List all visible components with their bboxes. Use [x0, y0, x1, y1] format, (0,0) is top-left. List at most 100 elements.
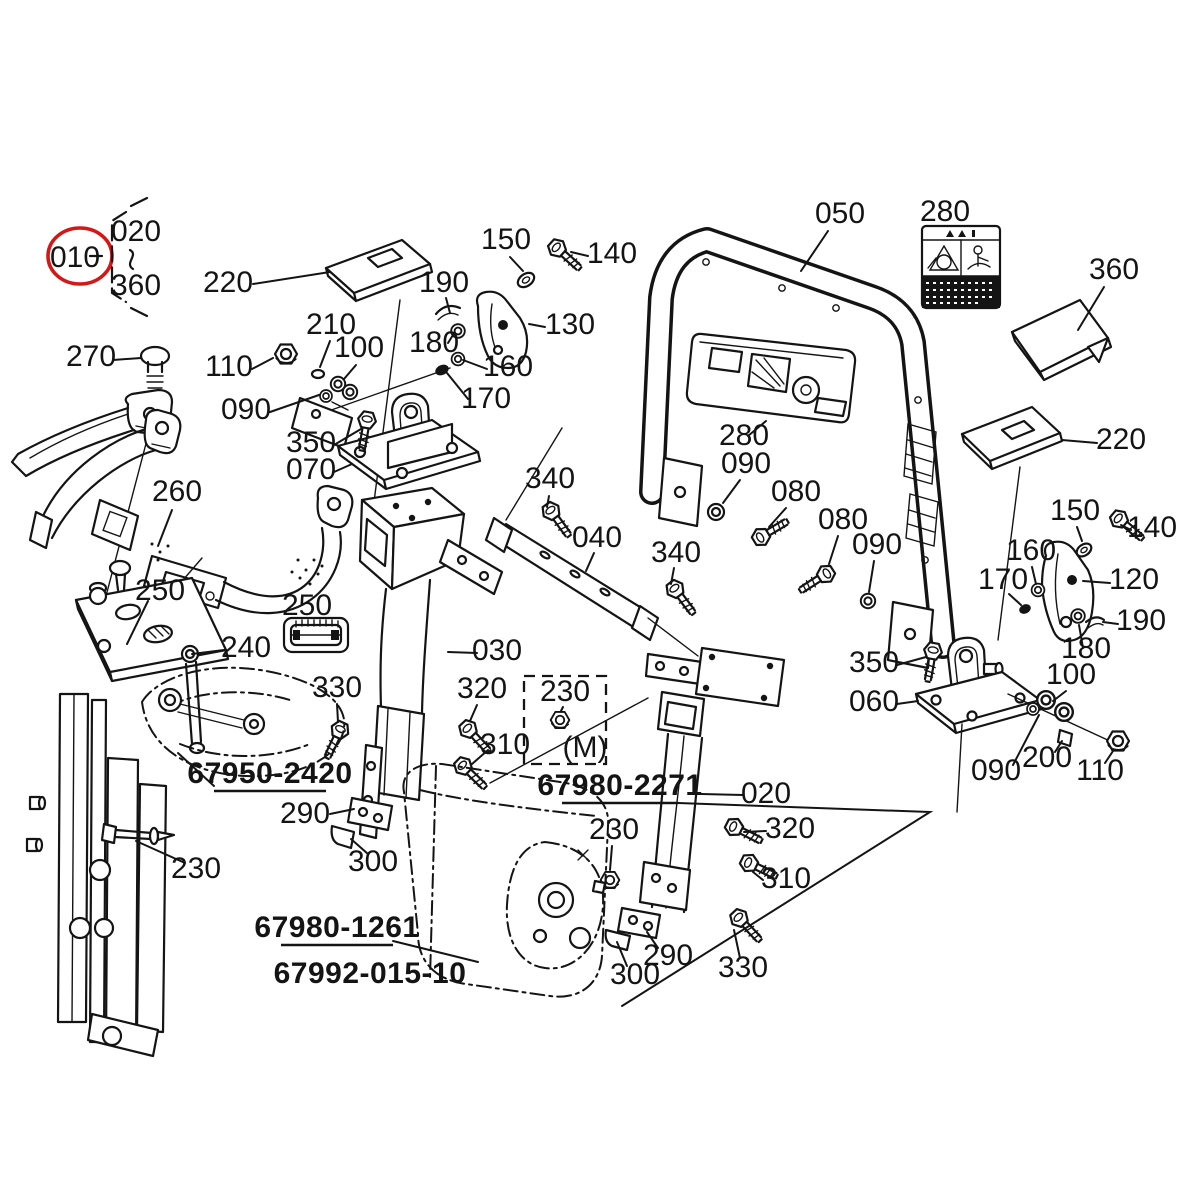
- part-label-260: 260: [152, 475, 202, 508]
- part-label-090-bottom-right: 090: [971, 754, 1021, 787]
- belt-anchor-plate-240: [74, 559, 230, 755]
- leader-line-230-left: [135, 840, 186, 864]
- leader-line-130: [528, 323, 546, 328]
- part-label-010: 010: [50, 241, 100, 274]
- leader-line-080-right: [828, 535, 839, 565]
- leader-line-150-left: [509, 256, 524, 272]
- nut-230-m: [549, 710, 571, 730]
- leader-line-090-left: [269, 394, 320, 413]
- leader-line-180-right: [1078, 624, 1084, 649]
- part-label-350-left: 350: [286, 426, 336, 459]
- leader-line-170-left: [446, 372, 469, 400]
- bushing-100-right-a: [1035, 689, 1057, 711]
- washer-090-left: [319, 389, 333, 403]
- part-label-170-left: 170: [461, 382, 511, 415]
- clip-300-bottom: [604, 928, 632, 952]
- part-label-140-left: 140: [587, 237, 637, 270]
- leader-line-200: [1054, 740, 1063, 753]
- part-label-090-mid-left: 090: [721, 447, 771, 480]
- bushing-100-left-b: [341, 383, 359, 401]
- belt-stitch-dots: [150, 542, 324, 586]
- range-bracket: [110, 210, 128, 304]
- part-label-190-right: 190: [1116, 604, 1166, 637]
- part-label-090-right: 090: [852, 528, 902, 561]
- part-label-340-right: 340: [651, 536, 701, 569]
- washer-090-right: [859, 592, 877, 610]
- part-label-m-mark: (M): [563, 731, 608, 764]
- part-label-250-detail: 250: [282, 589, 332, 622]
- nut-110-right: [1105, 730, 1131, 752]
- washer-210: [310, 368, 326, 380]
- leader-line-310-left: [471, 749, 489, 765]
- leader-line-220-left: [252, 271, 331, 285]
- leader-line-350-left: [333, 428, 362, 446]
- part-code-67980-2271: 67980-2271: [537, 769, 702, 802]
- leader-line-310-bottom: [752, 871, 764, 881]
- part-label-050: 050: [815, 197, 865, 230]
- leader-line-090-bottom-right: [1012, 714, 1040, 766]
- part-label-170-right: 170: [978, 563, 1028, 596]
- part-label-300-left: 300: [348, 845, 398, 878]
- leader-line-230-m: [560, 706, 564, 712]
- part-label-240: 240: [221, 631, 271, 664]
- leader-line-180-left: [447, 334, 454, 344]
- hatch-patch: [903, 423, 939, 547]
- part-label-230-bottom: 230: [589, 813, 639, 846]
- anchor-bracket-130: [475, 290, 529, 370]
- clip-300-left: [330, 824, 356, 850]
- leader-line-110-right: [1104, 750, 1114, 764]
- cotter-pin-190-right: [1084, 616, 1106, 624]
- line-art-layer: [10, 224, 1150, 1058]
- part-label-360-right: 360: [1089, 253, 1139, 286]
- support-leg-020: [604, 646, 786, 952]
- leader-line-270: [112, 357, 142, 361]
- console-panel: [685, 332, 857, 424]
- part-label-330-left: 330: [312, 671, 362, 704]
- pad-sheet: [1010, 298, 1113, 382]
- latch-detail-250: [282, 616, 350, 654]
- part-label-360-range: 360: [111, 269, 161, 302]
- part-label-250-plate: 250: [135, 574, 185, 607]
- leader-line-67980-1261: [392, 940, 479, 963]
- leader-line-350-right: [896, 656, 927, 666]
- part-label-210: 210: [306, 308, 356, 341]
- part-label-180-right: 180: [1061, 632, 1111, 665]
- leader-line-190-right: [1102, 621, 1119, 625]
- part-label-110-left: 110: [205, 350, 253, 383]
- part-label-110-right: 110: [1076, 754, 1124, 787]
- leader-line-090-right: [868, 560, 875, 593]
- part-label-090-left: 090: [221, 393, 271, 426]
- leader-line-320-left: [469, 704, 478, 722]
- leader-line-260: [157, 509, 173, 547]
- part-label-230-m: 230: [540, 675, 590, 708]
- washer-150-left: [516, 271, 536, 289]
- lower-left-bracket: [25, 692, 176, 1058]
- part-label-150-left: 150: [481, 223, 531, 256]
- part-label-100-left: 100: [334, 331, 384, 364]
- leader-line-160-left: [462, 359, 488, 370]
- bolt-330-left: [317, 717, 353, 763]
- leader-line-320-bottom: [743, 830, 767, 833]
- transmission-phantom: [402, 762, 610, 998]
- leader-line-230-bottom: [609, 845, 613, 871]
- leader-line-240: [191, 649, 225, 655]
- part-label-320-left: 320: [457, 672, 507, 705]
- part-label-180-left: 180: [409, 326, 459, 359]
- part-label-320-bottom: 320: [765, 812, 815, 845]
- part-label-230-left: 230: [171, 852, 221, 885]
- bracket-290-left: [346, 796, 394, 832]
- nut-110-left: [273, 343, 299, 365]
- leader-line-030: [447, 651, 478, 654]
- part-label-160-left: 160: [483, 350, 533, 383]
- part-label-150-right: 150: [1050, 494, 1100, 527]
- plate-220-right: [960, 405, 1064, 471]
- part-label-080-right: 080: [818, 503, 868, 536]
- leader-line-290-bottom: [646, 931, 659, 949]
- support-leg-030: [330, 486, 504, 850]
- part-label-130: 130: [545, 308, 595, 341]
- part-label-310-bottom: 310: [761, 862, 811, 895]
